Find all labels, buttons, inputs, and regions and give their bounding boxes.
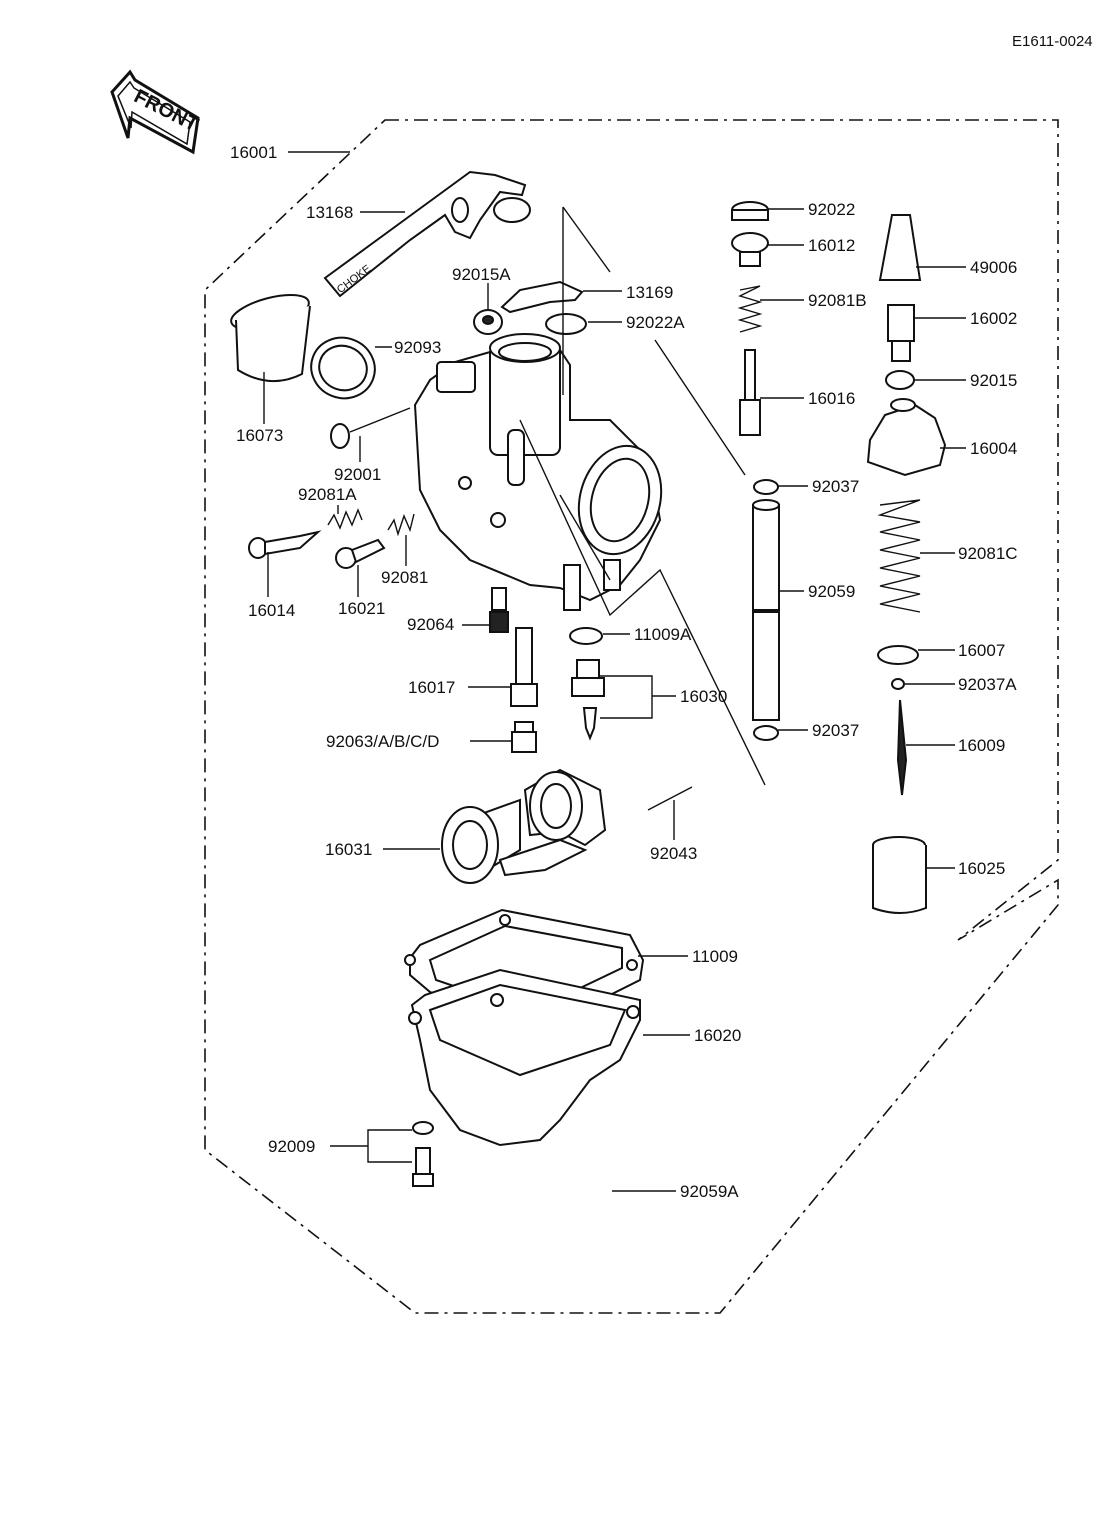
main-jet [511,721,537,753]
label-92022: 92022 [808,200,855,219]
label-92015a: 92015A [452,265,511,284]
float-valve [571,659,605,741]
choke-bracket [500,280,584,314]
spring-92081 [387,513,415,537]
label-16001: 16001 [230,143,277,162]
label-16017: 16017 [408,678,455,697]
label-92022a: 92022A [626,313,685,332]
label-92063: 92063/A/B/C/D [326,732,439,751]
label-16020: 16020 [694,1026,741,1045]
nut-92015 [885,370,915,390]
jet-needle-16009 [896,699,908,796]
label-92081a: 92081A [298,485,357,504]
diagram-code: E1611-0024 [1012,33,1093,50]
leader-lines [263,151,966,1192]
label-16002: 16002 [970,309,1017,328]
label-16016: 16016 [808,389,855,408]
label-16025: 16025 [958,859,1005,878]
drain-screw [412,1121,434,1187]
washer-11009a [569,627,603,645]
throttle-valve-16025 [872,836,927,914]
carburetor-body [413,333,663,611]
throttle-stop-screw [330,407,411,449]
label-16021: 16021 [338,599,385,618]
needle-jet [510,627,538,707]
label-92081b: 92081B [808,291,867,310]
label-92059a: 92059A [680,1182,739,1201]
intake-boot [230,293,311,383]
seat-16007 [877,645,919,665]
float-bowl [408,968,641,1147]
label-49006: 49006 [970,258,1017,277]
starter-plunger-16016 [739,349,761,436]
label-13169: 13169 [626,283,673,302]
part-labels: 16001 13168 92015A 13169 92022A 92093 16… [230,143,1018,1201]
float-pin [647,786,693,811]
label-92081: 92081 [381,568,428,587]
fuel-tube-92059 [752,499,780,721]
label-92037-lower: 92037 [812,721,859,740]
washer-92022a [545,313,587,335]
label-16009: 16009 [958,736,1005,755]
label-92015: 92015 [970,371,1017,390]
label-16012: 16012 [808,236,855,255]
assembly-border [204,119,1059,1314]
label-11009: 11009 [692,947,738,966]
label-92043: 92043 [650,844,697,863]
spring-92081c [877,499,921,613]
pilot-screw [248,530,322,559]
label-16004: 16004 [970,439,1017,458]
label-92059: 92059 [808,582,855,601]
nut-92015a [473,309,503,335]
label-92009: 92009 [268,1137,315,1156]
drain-tube-inner [561,1143,697,1297]
spring-92081a [327,508,363,530]
label-16007: 16007 [958,641,1005,660]
float [441,768,607,884]
label-92093: 92093 [394,338,441,357]
label-92037a: 92037A [958,675,1017,694]
clip-92037-lower [753,725,779,741]
front-arrow-icon: FRONT [110,69,202,155]
cap-49006 [878,214,922,281]
air-screw [335,538,386,569]
cable-adjuster-16012 [731,232,769,267]
label-92037: 92037 [812,477,859,496]
label-13168: 13168 [306,203,353,222]
label-92081c: 92081C [958,544,1018,563]
label-11009a: 11009A [634,625,692,644]
label-16030: 16030 [680,687,727,706]
spring-92081b [737,285,763,333]
clamp-ring [310,336,376,400]
adjuster-16002 [887,304,915,362]
pilot-jet [489,587,509,633]
label-16073: 16073 [236,426,283,445]
cap-92022 [731,201,769,221]
label-92064: 92064 [407,615,454,634]
label-16014: 16014 [248,601,295,620]
label-16031: 16031 [325,840,372,859]
clip-92037a [891,678,905,690]
top-cap-16004 [866,398,947,477]
clip-92037 [753,479,779,495]
label-92001: 92001 [334,465,381,484]
